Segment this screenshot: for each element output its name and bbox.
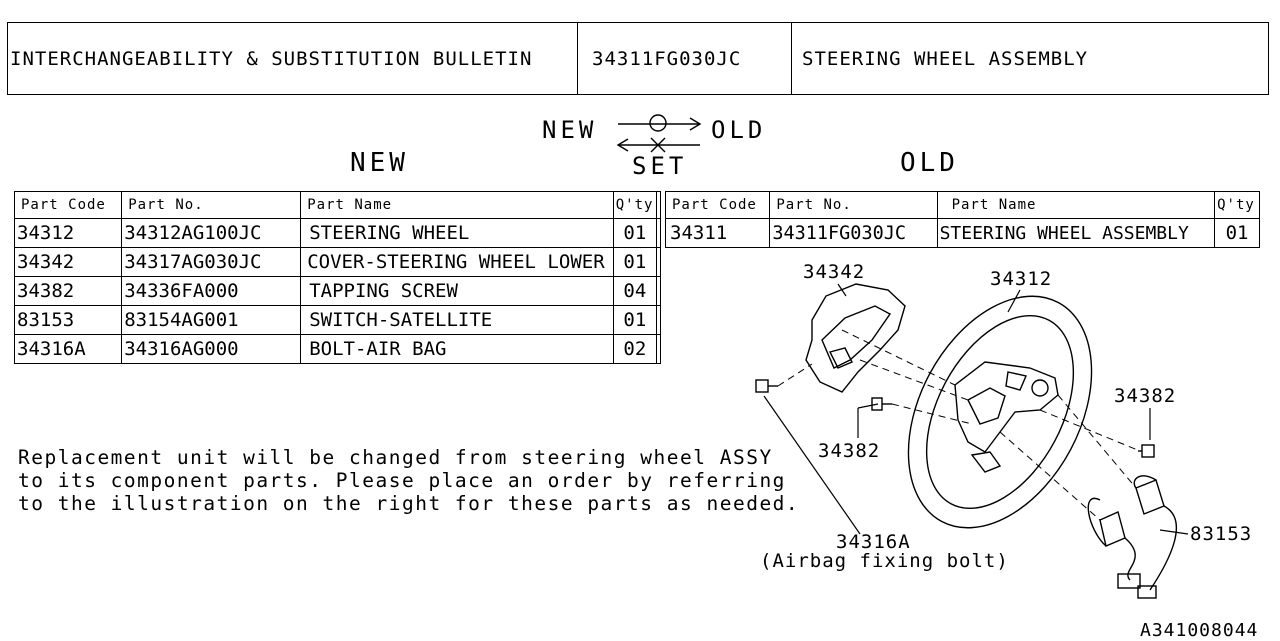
part-name: BOLT-AIR BAG [300, 334, 614, 364]
airbag-bolt-icon [755, 379, 778, 393]
table-row: 34316A 34316AG000 BOLT-AIR BAG 02 [13, 334, 662, 364]
col-part-name: Part Name [936, 191, 1216, 219]
legend-new-label: NEW [542, 116, 598, 144]
part-no: 34316AG000 [121, 334, 302, 364]
part-no: 34336FA000 [121, 276, 302, 306]
part-name: STEERING WHEEL ASSEMBLY [936, 218, 1216, 248]
old-parts-table: Part Code Part No. Part Name Q'ty 34311 … [664, 191, 1260, 248]
satellite-switch-icon [1087, 475, 1178, 599]
part-name: TAPPING SCREW [300, 276, 614, 306]
bulletin-description: STEERING WHEEL ASSEMBLY [791, 22, 1269, 95]
part-no: 83154AG001 [121, 305, 302, 335]
screw-right-icon [1138, 444, 1155, 458]
callout-34382-right: 34382 [1114, 385, 1177, 407]
part-name: SWITCH-SATELLITE [300, 305, 614, 335]
col-qty: Q'ty [1214, 191, 1260, 219]
part-code: 34312 [13, 218, 123, 248]
part-name: COVER-STEERING WHEEL LOWER [300, 247, 614, 277]
new-parts-table: Part Code Part No. Part Name Q'ty 34312 … [13, 191, 662, 364]
col-part-code: Part Code [664, 191, 771, 219]
bulletin-header: INTERCHANGEABILITY & SUBSTITUTION BULLET… [7, 22, 1269, 95]
callout-34316a: 34316A [836, 531, 911, 553]
replacement-note: Replacement unit will be changed from st… [18, 446, 799, 515]
callout-34342: 34342 [803, 261, 866, 283]
steering-wheel-icon [907, 295, 1093, 529]
callout-83153: 83153 [1190, 523, 1253, 545]
part-qty: 01 [612, 305, 657, 335]
callout-34312: 34312 [990, 268, 1053, 290]
callout-34382-left: 34382 [818, 440, 881, 462]
part-code: 34342 [13, 247, 123, 277]
part-qty: 01 [612, 218, 657, 248]
legend-set-label: SET [632, 152, 688, 180]
table-row: 34382 34336FA000 TAPPING SCREW 04 [13, 276, 662, 306]
part-qty: 01 [1214, 218, 1260, 248]
legend-old-label: OLD [711, 116, 767, 144]
part-code: 34316A [13, 334, 123, 364]
part-qty: 04 [612, 276, 657, 306]
callout-34316a-desc: (Airbag fixing bolt) [760, 550, 1009, 572]
table-row: 34311 34311FG030JC STEERING WHEEL ASSEMB… [664, 218, 1260, 248]
table-row: 34342 34317AG030JC COVER-STEERING WHEEL … [13, 247, 662, 277]
note-line: to its component parts. Please place an … [18, 469, 786, 492]
part-qty: 02 [612, 334, 657, 364]
note-line: Replacement unit will be changed from st… [18, 446, 773, 469]
part-name: STEERING WHEEL [300, 218, 614, 248]
table-row: 34312 34312AG100JC STEERING WHEEL 01 [13, 218, 662, 248]
screw-left-icon [871, 397, 892, 411]
col-qty: Q'ty [612, 191, 657, 219]
part-no: 34317AG030JC [121, 247, 302, 277]
old-section-title: OLD [900, 148, 959, 178]
col-part-code: Part Code [13, 191, 123, 219]
legend-arrows-icon [616, 114, 702, 153]
part-code: 34311 [664, 218, 771, 248]
lower-cover-icon [805, 283, 906, 393]
part-no: 34311FG030JC [769, 218, 938, 248]
new-section-title: NEW [350, 148, 409, 178]
bulletin-part-no: 34311FG030JC [577, 22, 792, 95]
part-no: 34312AG100JC [121, 218, 302, 248]
note-line: to the illustration on the right for the… [18, 492, 800, 515]
bulletin-title: INTERCHANGEABILITY & SUBSTITUTION BULLET… [7, 22, 578, 95]
figure-id: A341008044 [1140, 620, 1259, 641]
